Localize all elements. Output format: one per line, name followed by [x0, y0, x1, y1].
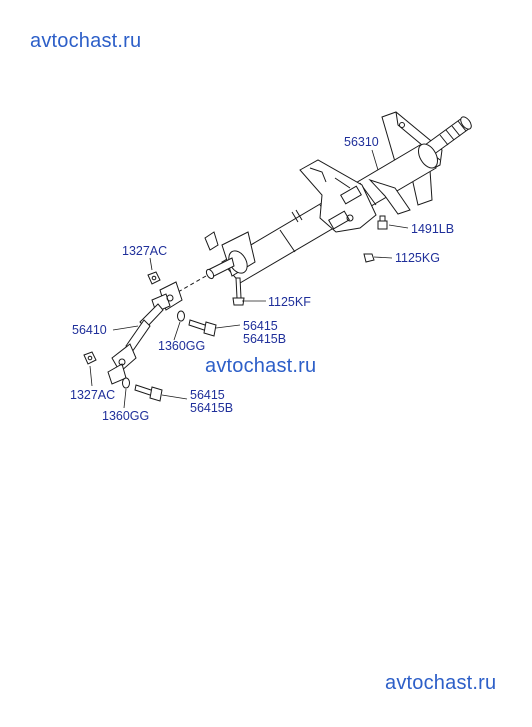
watermark-top: avtochast.ru — [30, 30, 142, 52]
bolt-56415-lower — [134, 384, 163, 402]
lower-column-end — [204, 231, 256, 280]
label-1125kg: 1125KG — [395, 251, 440, 265]
nut-1327ac-lower — [83, 351, 97, 365]
label-1491lb: 1491LB — [411, 222, 455, 236]
bolt-1125kf — [232, 277, 245, 306]
label-1125kf: 1125KF — [268, 295, 311, 309]
watermark-bottom: avtochast.ru — [385, 672, 497, 694]
lower-universal-joint — [107, 343, 137, 385]
washer-1360gg-upper — [177, 310, 185, 322]
watermark-middle: avtochast.ru — [205, 355, 317, 377]
label-56415-upper: 56415 — [243, 319, 278, 333]
label-56415b-upper: 56415B — [243, 332, 287, 346]
label-56415b-lower: 56415B — [190, 401, 234, 415]
nut-1491lb — [377, 215, 388, 230]
label-56415-lower: 56415 — [190, 388, 225, 402]
centerline — [177, 275, 207, 293]
label-56310: 56310 — [344, 135, 379, 149]
intermediate-shaft — [125, 303, 164, 353]
nut-1125kg — [363, 253, 375, 263]
center-bracket — [299, 159, 411, 233]
bolt-56415-upper — [188, 319, 217, 337]
leader-lines — [89, 149, 409, 409]
label-1360gg-upper: 1360GG — [158, 339, 206, 353]
label-56410: 56410 — [72, 323, 107, 337]
label-1360gg-lower: 1360GG — [102, 409, 150, 423]
label-1327ac-lower: 1327AC — [70, 388, 116, 402]
washer-1360gg-lower — [122, 377, 130, 389]
nut-1327ac-upper — [147, 271, 161, 285]
label-1327ac-upper: 1327AC — [122, 244, 168, 258]
